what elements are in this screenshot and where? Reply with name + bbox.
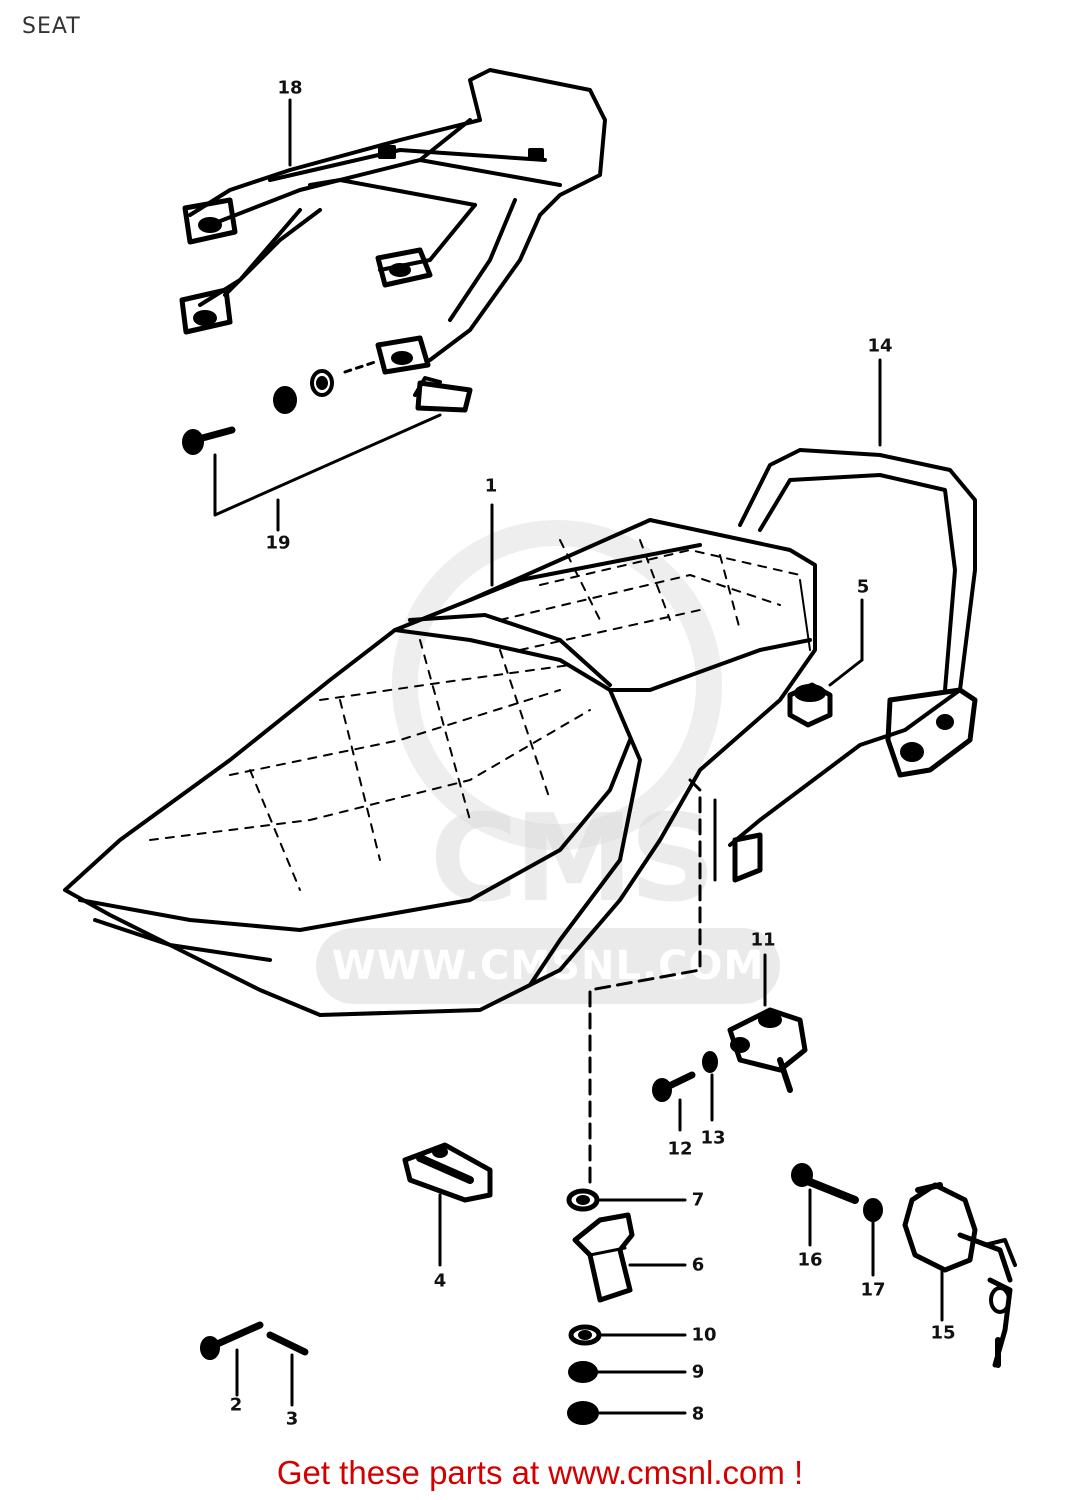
part-seat-lock xyxy=(727,1007,808,1093)
callout-11: 11 xyxy=(750,929,776,951)
callout-10: 10 xyxy=(691,1324,717,1346)
leader-seat-hook xyxy=(588,778,702,1187)
footer-link-text[interactable]: Get these parts at www.cmsnl.com ! xyxy=(276,1454,804,1491)
part-rack-bolt-set xyxy=(182,360,473,455)
callout-15: 15 xyxy=(930,1322,956,1344)
part-washer-9 xyxy=(568,1361,598,1383)
part-washer-10 xyxy=(568,1324,602,1346)
part-cushion xyxy=(787,682,833,728)
part-bolt-2 xyxy=(200,1321,264,1360)
watermark-url: WWW.CMSNL.COM xyxy=(316,928,780,1004)
part-seat-bumper xyxy=(402,1142,493,1203)
callout-6: 6 xyxy=(691,1254,705,1276)
part-seat xyxy=(63,518,817,1017)
callout-17: 17 xyxy=(860,1279,886,1301)
callout-8: 8 xyxy=(691,1403,705,1425)
callout-18: 18 xyxy=(277,77,303,99)
callout-3: 3 xyxy=(285,1408,299,1430)
part-seat-hook xyxy=(572,1212,635,1303)
callout-12: 12 xyxy=(667,1138,693,1160)
callout-2: 2 xyxy=(229,1394,243,1416)
part-lock-with-keys xyxy=(902,1182,1017,1368)
part-rack xyxy=(179,68,607,375)
callout-14: 14 xyxy=(867,335,893,357)
callout-1: 1 xyxy=(484,475,498,497)
callout-4: 4 xyxy=(433,1270,447,1292)
callout-16: 16 xyxy=(797,1249,823,1271)
part-nut-8 xyxy=(567,1401,599,1425)
part-washer-7 xyxy=(566,1188,600,1212)
callout-9: 9 xyxy=(691,1361,705,1383)
part-washer-17 xyxy=(863,1198,883,1222)
leader-19 xyxy=(213,413,442,517)
watermark-logo: CMS xyxy=(430,790,716,929)
callout-7: 7 xyxy=(691,1189,705,1211)
part-bolt-16 xyxy=(791,1163,859,1204)
page-title: SEAT xyxy=(22,14,81,39)
part-lock-bolt xyxy=(652,1051,718,1102)
callout-5: 5 xyxy=(856,576,870,598)
callout-13: 13 xyxy=(700,1127,726,1149)
part-screw-3 xyxy=(266,1331,309,1356)
part-grab-bar xyxy=(728,448,978,883)
callout-19: 19 xyxy=(265,532,291,554)
